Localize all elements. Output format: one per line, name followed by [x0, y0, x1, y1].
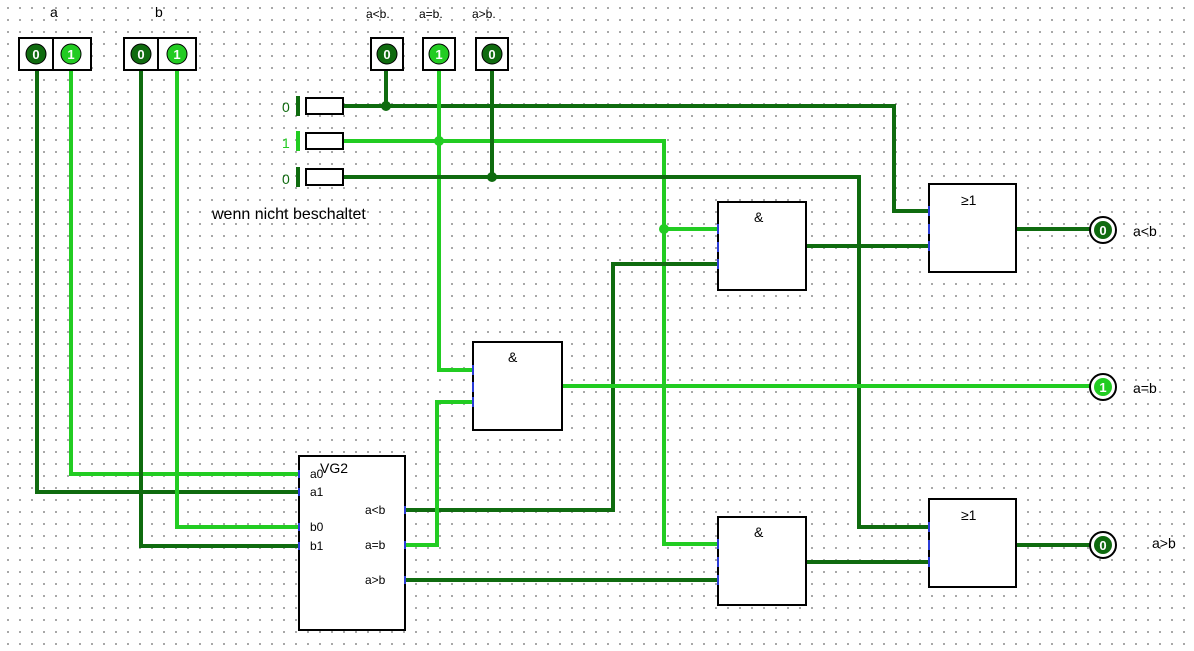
comparator-in-b1: b1 — [310, 539, 324, 553]
input-a: a 0 1 — [18, 4, 92, 71]
comparator-vg2[interactable]: VG2 a0 a1 b0 b1 a<b a=b a>b — [298, 455, 406, 631]
and-gate-2[interactable]: & — [472, 341, 563, 431]
and-gate-2-symbol: & — [508, 349, 518, 365]
wire-b1 — [139, 68, 301, 548]
output-eq: 1 a=b — [1089, 373, 1157, 401]
output-gt: 0 a>b — [1089, 531, 1176, 559]
cascade-gt-value: 0 — [488, 47, 495, 62]
input-a0-value: 1 — [67, 47, 74, 62]
default-note: wenn nicht beschaltet — [211, 206, 366, 223]
comparator-in-a0: a0 — [310, 467, 324, 481]
wire-vg2-eq — [403, 400, 475, 547]
cascade-eq-value: 1 — [435, 47, 442, 62]
wire-b0 — [175, 68, 301, 529]
comparator-out-lt: a<b — [365, 503, 386, 517]
comparator-in-b0: b0 — [310, 520, 324, 534]
input-b-label: b — [155, 4, 163, 20]
and-gate-3[interactable]: & — [717, 516, 807, 606]
wire-a0 — [69, 68, 301, 476]
input-a1-value: 0 — [32, 47, 39, 62]
comparator-title: VG2 — [320, 460, 348, 476]
input-b: b 0 1 — [123, 4, 197, 71]
output-lt-label: a<b — [1133, 223, 1157, 239]
junction-eq — [434, 136, 444, 146]
default-eq-value: 1 — [282, 135, 290, 151]
wire-cascade-gt — [341, 175, 931, 529]
or-gate-2-symbol: ≥1 — [961, 507, 977, 523]
comparator-in-a1: a1 — [310, 485, 324, 499]
output-eq-value: 1 — [1099, 380, 1106, 395]
default-gt-resistor — [305, 168, 344, 186]
or-gate-1-symbol: ≥1 — [961, 192, 977, 208]
output-eq-label: a=b — [1133, 380, 1157, 396]
output-lt: 0 a<b — [1089, 216, 1157, 244]
input-a1-switch[interactable]: 0 — [25, 43, 47, 65]
cascade-lt-value: 0 — [383, 47, 390, 62]
default-eq-resistor — [305, 132, 344, 150]
input-b1-switch[interactable]: 0 — [130, 43, 152, 65]
junction-gt — [487, 172, 497, 182]
and-gate-1-symbol: & — [754, 209, 764, 225]
output-gt-value: 0 — [1099, 538, 1106, 553]
wire-cascade-lt — [341, 104, 931, 213]
cascade-eq-switch[interactable]: 1 — [422, 37, 456, 71]
and-gate-1[interactable]: & — [717, 201, 807, 291]
output-gt-label: a>b — [1152, 535, 1176, 551]
input-b0-switch[interactable]: 1 — [166, 43, 188, 65]
wire-a1 — [35, 68, 301, 494]
wire-cascade-eq — [341, 139, 720, 546]
and-gate-3-symbol: & — [754, 524, 764, 540]
junctions — [381, 101, 669, 234]
junction-eq-and — [659, 224, 669, 234]
or-gate-1[interactable]: ≥1 — [928, 183, 1017, 273]
cascade-gt-switch[interactable]: 0 — [475, 37, 509, 71]
default-constants: 0 1 0 wenn nicht beschaltet — [211, 96, 366, 223]
default-gt-value: 0 — [282, 171, 290, 187]
cascade-inputs: a<b. a=b. a>b. 0 1 0 — [366, 7, 509, 71]
comparator-out-gt: a>b — [365, 573, 386, 587]
input-a0-switch[interactable]: 1 — [60, 43, 82, 65]
default-lt-value: 0 — [282, 99, 290, 115]
or-gate-2[interactable]: ≥1 — [928, 498, 1017, 588]
wire-cascade-eq-drop — [437, 68, 475, 372]
cascade-eq-label: a=b. — [419, 7, 443, 21]
cascade-lt-label: a<b. — [366, 7, 390, 21]
input-b1-value: 0 — [137, 47, 144, 62]
cascade-gt-label: a>b. — [472, 7, 496, 21]
junction-lt — [381, 101, 391, 111]
input-a-label: a — [50, 4, 58, 20]
output-lt-value: 0 — [1099, 223, 1106, 238]
wires — [35, 68, 1090, 582]
cascade-lt-switch[interactable]: 0 — [370, 37, 404, 71]
default-lt-resistor — [305, 97, 344, 115]
comparator-out-eq: a=b — [365, 538, 386, 552]
input-b0-value: 1 — [173, 47, 180, 62]
